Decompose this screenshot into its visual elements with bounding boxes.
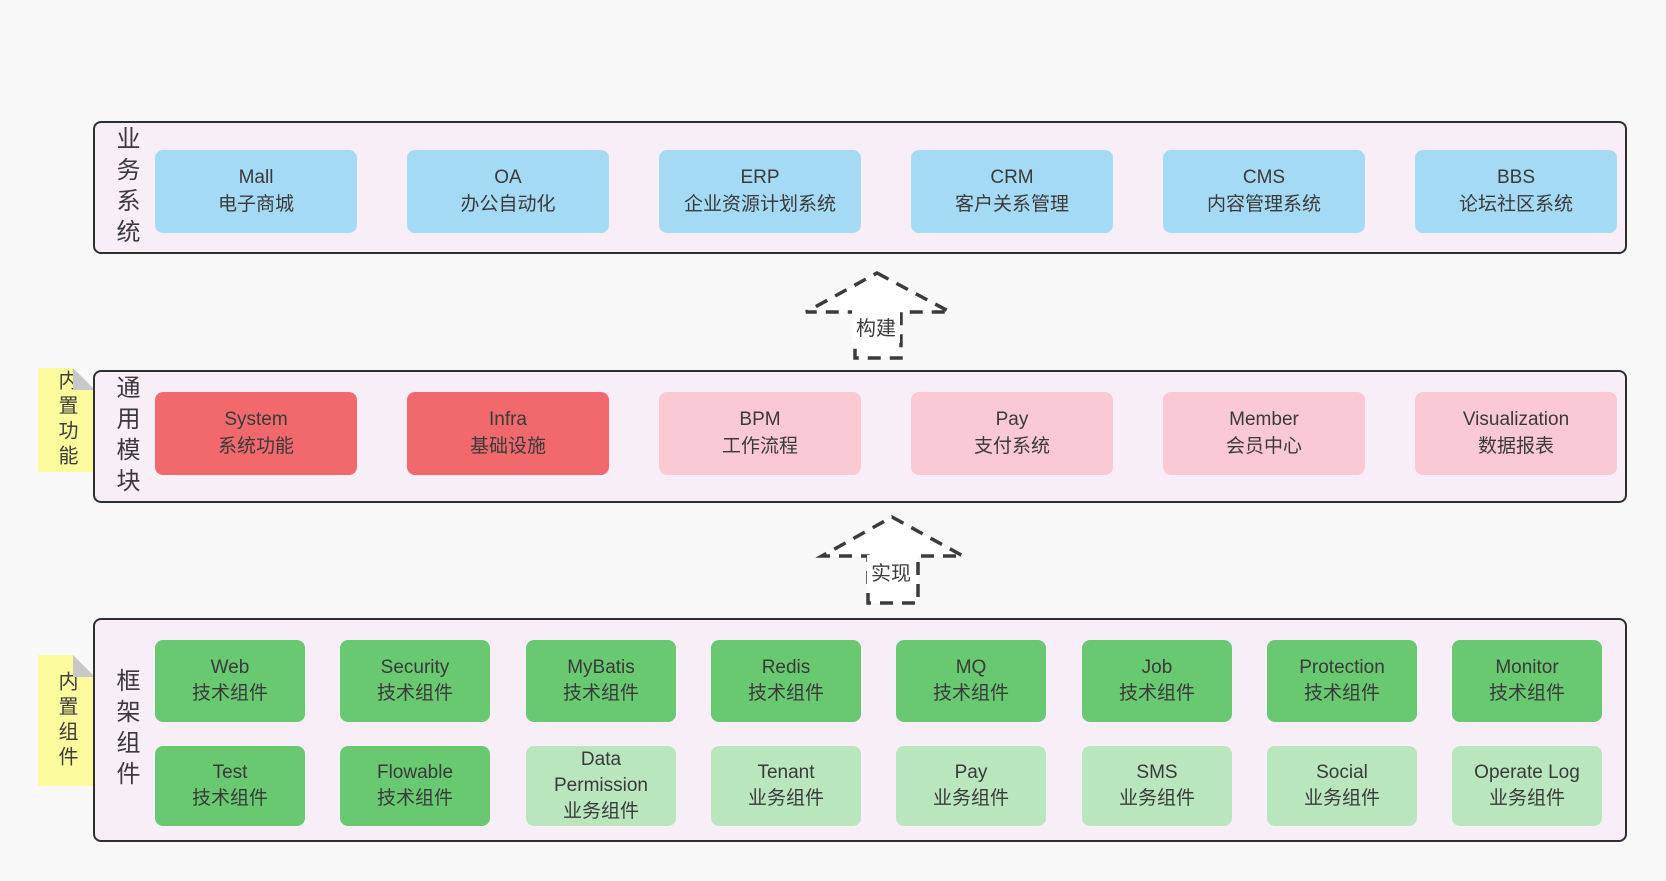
- box-subtitle: 技术组件: [1118, 683, 1195, 704]
- box-title: Pay: [995, 409, 1029, 431]
- box-title: Social: [1316, 761, 1368, 783]
- box-redis: Redis 技术组件: [711, 640, 861, 722]
- box-bpm: BPM 工作流程: [659, 392, 861, 475]
- box-web: Web 技术组件: [155, 640, 305, 722]
- box-title: Test: [212, 761, 248, 783]
- box-pay-system: Pay 支付系统: [911, 392, 1113, 475]
- box-title: CRM: [990, 167, 1034, 189]
- box-subtitle: 业务组件: [1303, 788, 1380, 809]
- box-subtitle: 基础设施: [469, 435, 546, 457]
- box-data-permission: Data Permission 业务组件: [526, 746, 676, 826]
- box-title: Visualization: [1462, 409, 1570, 431]
- box-subtitle: 支付系统: [973, 435, 1050, 457]
- box-title: Member: [1229, 409, 1299, 431]
- box-title: BBS: [1496, 167, 1536, 189]
- box-security: Security 技术组件: [340, 640, 490, 722]
- box-subtitle: 技术组件: [562, 683, 639, 704]
- box-subtitle: 技术组件: [191, 788, 268, 809]
- box-system: System 系统功能: [155, 392, 357, 475]
- box-title: Redis: [761, 656, 811, 678]
- box-subtitle: 技术组件: [747, 683, 824, 704]
- box-subtitle: 系统功能: [217, 435, 294, 457]
- layer-label-common-modules: 通用模块: [112, 374, 139, 499]
- box-member: Member 会员中心: [1163, 392, 1365, 475]
- box-subtitle: 业务组件: [1488, 788, 1565, 809]
- box-cms: CMS 内容管理系统: [1163, 150, 1365, 233]
- box-visualization: Visualization 数据报表: [1415, 392, 1617, 475]
- box-subtitle: 会员中心: [1225, 435, 1302, 457]
- box-subtitle: 论坛社区系统: [1458, 193, 1573, 215]
- box-tenant: Tenant 业务组件: [711, 746, 861, 826]
- sticky-note-label: 内置组件: [55, 670, 77, 771]
- box-title: System: [224, 409, 288, 431]
- sticky-note-builtin-components: 内置组件: [38, 655, 95, 786]
- box-subtitle: 技术组件: [1303, 683, 1380, 704]
- box-mq: MQ 技术组件: [896, 640, 1046, 722]
- box-title: Pay: [954, 761, 988, 783]
- box-title: Security: [380, 656, 450, 678]
- box-subtitle: 业务组件: [562, 801, 639, 823]
- box-subtitle: 客户关系管理: [954, 193, 1069, 215]
- box-title: Mall: [238, 167, 274, 189]
- box-pay-component: Pay 业务组件: [896, 746, 1046, 826]
- box-oa: OA 办公自动化: [407, 150, 609, 233]
- box-subtitle: 内容管理系统: [1206, 193, 1321, 215]
- layer-common-modules: 通用模块 System 系统功能 Infra 基础设施 BPM 工作流程 Pay…: [93, 370, 1627, 503]
- box-title: Job: [1141, 656, 1173, 678]
- box-subtitle: 技术组件: [1488, 683, 1565, 704]
- box-protection: Protection 技术组件: [1267, 640, 1417, 722]
- box-title: Flowable: [376, 761, 454, 783]
- box-subtitle: 企业资源计划系统: [683, 193, 836, 215]
- box-subtitle: 工作流程: [721, 435, 798, 457]
- sticky-note-label: 内置功能: [55, 370, 77, 470]
- box-flowable: Flowable 技术组件: [340, 746, 490, 826]
- box-subtitle: 技术组件: [191, 683, 268, 704]
- box-title: Monitor: [1495, 656, 1559, 678]
- box-subtitle: 业务组件: [932, 788, 1009, 809]
- box-title: MyBatis: [567, 656, 635, 678]
- arrow-label-build: 构建: [852, 310, 900, 343]
- layer-label-business-systems: 业务系统: [112, 125, 139, 250]
- box-title: CMS: [1242, 167, 1286, 189]
- box-subtitle: 业务组件: [747, 788, 824, 809]
- box-title: Data Permission: [554, 748, 648, 796]
- box-infra: Infra 基础设施: [407, 392, 609, 475]
- box-erp: ERP 企业资源计划系统: [659, 150, 861, 233]
- box-subtitle: 业务组件: [1118, 788, 1195, 809]
- box-title: ERP: [740, 167, 780, 189]
- layer-framework-components: 框架组件 Web 技术组件 Security 技术组件 MyBatis 技术组件…: [93, 618, 1627, 842]
- box-sms: SMS 业务组件: [1082, 746, 1232, 826]
- box-bbs: BBS 论坛社区系统: [1415, 150, 1617, 233]
- box-test: Test 技术组件: [155, 746, 305, 826]
- box-job: Job 技术组件: [1082, 640, 1232, 722]
- box-subtitle: 办公自动化: [460, 193, 556, 215]
- box-title: Operate Log: [1474, 761, 1580, 783]
- box-title: OA: [494, 167, 522, 189]
- box-subtitle: 技术组件: [376, 683, 453, 704]
- layer-label-framework-components: 框架组件: [112, 668, 139, 792]
- box-subtitle: 电子商城: [217, 193, 294, 215]
- box-crm: CRM 客户关系管理: [911, 150, 1113, 233]
- box-title: SMS: [1136, 761, 1178, 783]
- box-title: Protection: [1299, 656, 1385, 678]
- box-social: Social 业务组件: [1267, 746, 1417, 826]
- box-operate-log: Operate Log 业务组件: [1452, 746, 1602, 826]
- box-subtitle: 技术组件: [376, 788, 453, 809]
- box-mall: Mall 电子商城: [155, 150, 357, 233]
- box-title: Infra: [488, 409, 528, 431]
- arrow-label-implement: 实现: [867, 555, 915, 588]
- layer-business-systems: 业务系统 Mall 电子商城 OA 办公自动化 ERP 企业资源计划系统 CRM…: [93, 121, 1627, 254]
- box-title: Web: [210, 656, 250, 678]
- box-monitor: Monitor 技术组件: [1452, 640, 1602, 722]
- box-title: Tenant: [757, 761, 815, 783]
- box-title: MQ: [955, 656, 987, 678]
- box-mybatis: MyBatis 技术组件: [526, 640, 676, 722]
- box-title: BPM: [739, 409, 781, 431]
- sticky-note-builtin-features: 内置功能: [38, 368, 95, 472]
- box-subtitle: 技术组件: [932, 683, 1009, 704]
- box-subtitle: 数据报表: [1477, 435, 1554, 457]
